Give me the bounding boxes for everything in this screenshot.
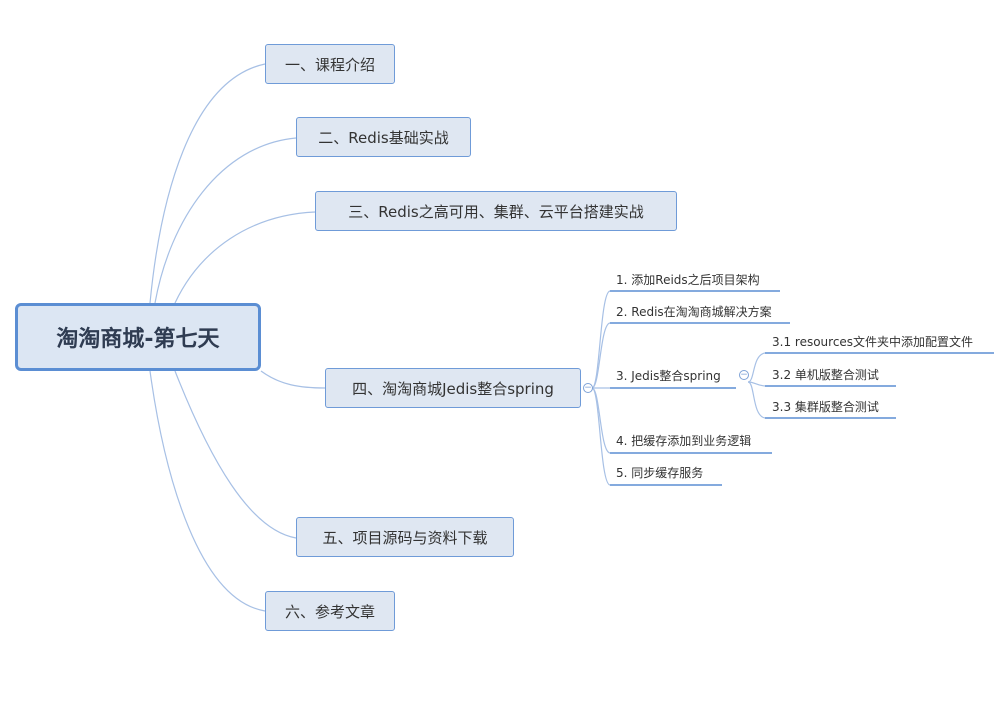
topic-redis-ha-cluster[interactable]: 三、Redis之高可用、集群、云平台搭建实战 xyxy=(315,191,677,231)
link-topic-3 xyxy=(174,211,316,304)
subtopic-label: 4. 把缓存添加到业务逻辑 xyxy=(616,434,752,448)
link-topic-2 xyxy=(154,137,297,304)
subtopic-label: 2. Redis在淘淘商城解决方案 xyxy=(616,305,772,319)
link-jedis-3 xyxy=(747,381,766,419)
subtopic-3[interactable]: 3. Jedis整合spring xyxy=(602,366,721,386)
subtopic-4[interactable]: 4. 把缓存添加到业务逻辑 xyxy=(602,431,751,451)
subtopic-label: 3. Jedis整合spring xyxy=(616,369,721,383)
link-topic-5 xyxy=(174,370,297,539)
topic-course-intro[interactable]: 一、课程介绍 xyxy=(265,44,395,84)
topic-label: 二、Redis基础实战 xyxy=(318,128,449,147)
topic-redis-basics[interactable]: 二、Redis基础实战 xyxy=(296,117,471,157)
link-topic-6 xyxy=(149,370,266,612)
subtopic-label: 1. 添加Reids之后项目架构 xyxy=(616,273,760,287)
topic-label: 五、项目源码与资料下载 xyxy=(322,528,488,547)
link-sub-5 xyxy=(591,387,611,486)
link-jedis-1 xyxy=(747,352,766,383)
topic-references[interactable]: 六、参考文章 xyxy=(265,591,395,631)
subtopic-label: 5. 同步缓存服务 xyxy=(616,466,704,480)
subtopic-label: 3.1 resources文件夹中添加配置文件 xyxy=(772,335,974,349)
link-topic-4 xyxy=(260,370,326,389)
subtopic-5[interactable]: 5. 同步缓存服务 xyxy=(602,463,703,483)
topic-label: 一、课程介绍 xyxy=(284,55,375,74)
jedis-child-1[interactable]: 3.1 resources文件夹中添加配置文件 xyxy=(758,332,973,352)
subtopic-label: 3.3 集群版整合测试 xyxy=(772,400,879,414)
link-sub-2 xyxy=(591,322,611,389)
link-topic-1 xyxy=(149,63,266,304)
subtopic-label: 3.2 单机版整合测试 xyxy=(772,368,879,382)
topic-label: 三、Redis之高可用、集群、云平台搭建实战 xyxy=(348,202,644,221)
subtopic-1[interactable]: 1. 添加Reids之后项目架构 xyxy=(602,270,760,290)
jedis-child-2[interactable]: 3.2 单机版整合测试 xyxy=(758,365,879,385)
root-title: 淘淘商城-第七天 xyxy=(56,327,220,352)
collapse-toggle-icon[interactable]: − xyxy=(739,370,749,380)
topic-source-download[interactable]: 五、项目源码与资料下载 xyxy=(296,517,514,557)
subtopic-2[interactable]: 2. Redis在淘淘商城解决方案 xyxy=(602,302,772,322)
root-node[interactable]: 淘淘商城-第七天 xyxy=(15,303,261,371)
topic-jedis-spring[interactable]: 四、淘淘商城Jedis整合spring xyxy=(325,368,581,408)
collapse-toggle-icon[interactable]: − xyxy=(583,383,593,393)
topic-label: 四、淘淘商城Jedis整合spring xyxy=(352,379,554,398)
topic-label: 六、参考文章 xyxy=(284,602,375,621)
jedis-child-3[interactable]: 3.3 集群版整合测试 xyxy=(758,397,879,417)
